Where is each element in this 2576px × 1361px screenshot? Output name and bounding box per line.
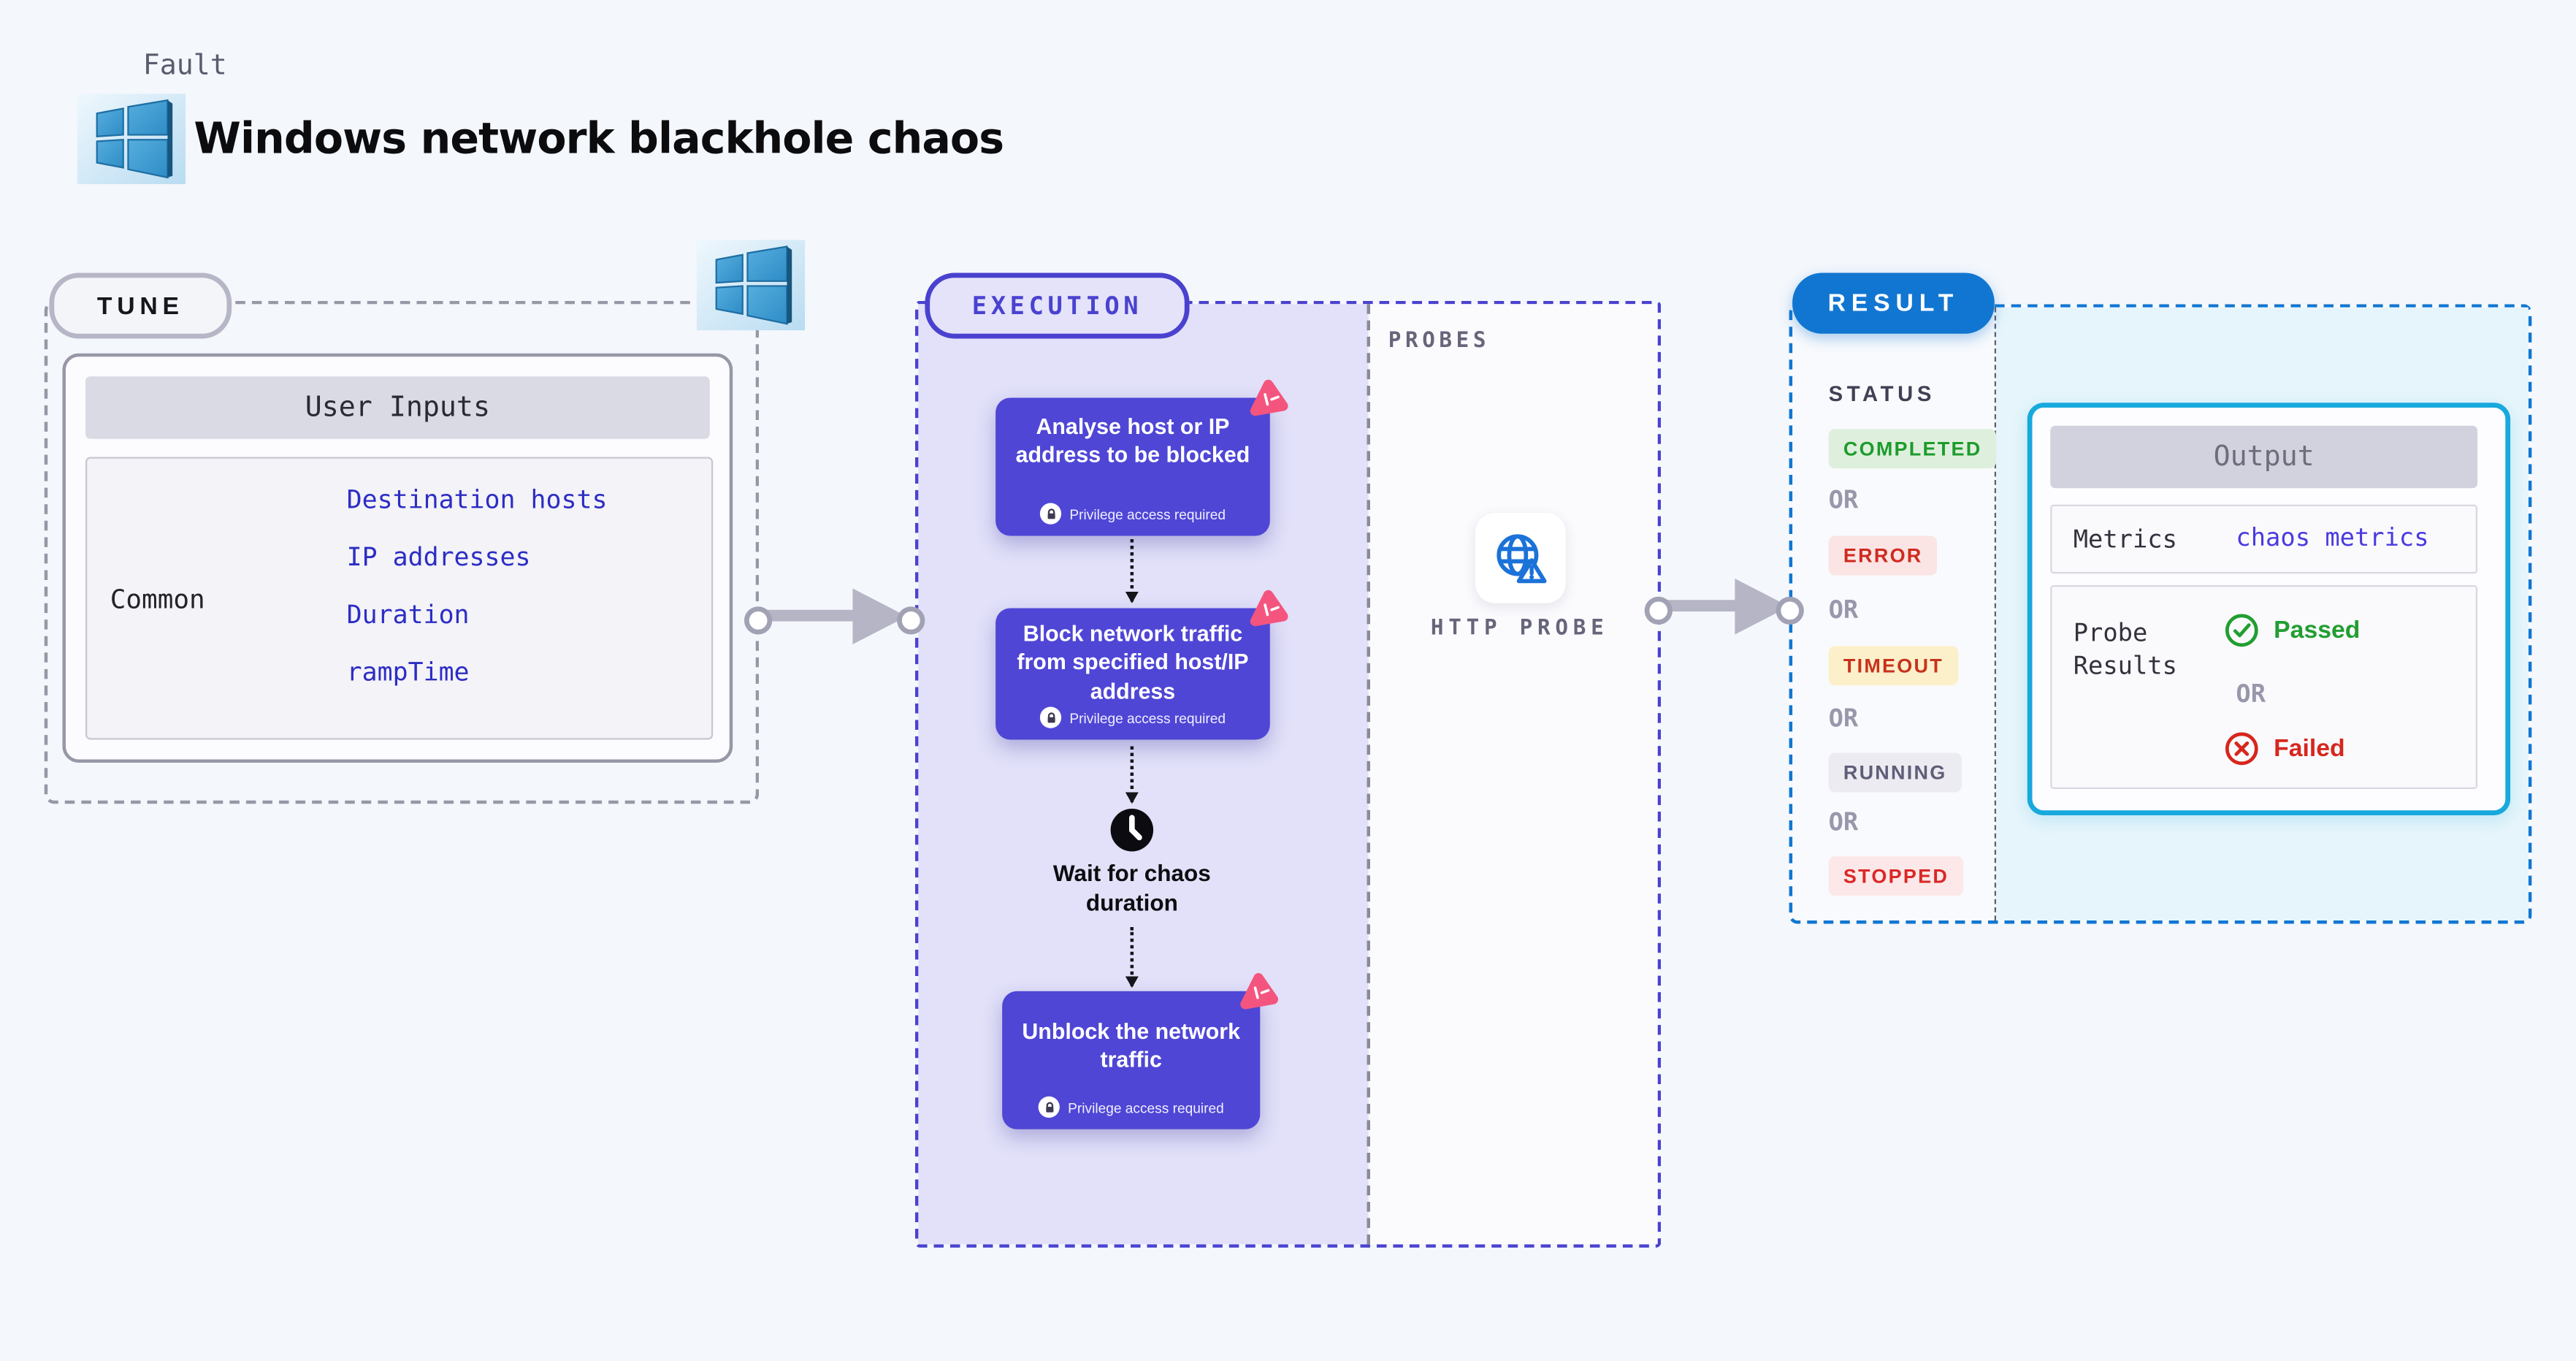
privilege-note-text: Privilege access required	[1068, 1099, 1224, 1116]
probes-area	[1368, 304, 1658, 1245]
user-inputs-body: Common Destination hosts IP addresses Du…	[85, 457, 714, 740]
or-label: OR	[1828, 704, 1859, 733]
probes-divider	[1367, 304, 1370, 1245]
step-title: Unblock the network traffic	[1022, 1019, 1241, 1072]
lock-icon	[1039, 706, 1062, 728]
link-duration[interactable]: Duration	[346, 600, 470, 630]
link-ramptime[interactable]: rampTime	[346, 657, 470, 687]
status-badge-timeout: TIMEOUT	[1828, 646, 1959, 686]
connector-line	[760, 609, 855, 622]
passed-label: Passed	[2274, 616, 2361, 644]
http-probe-card	[1475, 513, 1566, 603]
privilege-note: Privilege access required	[1002, 1096, 1260, 1118]
status-badge-stopped: STOPPED	[1828, 856, 1964, 896]
step-unblock-traffic: Unblock the network traffic Privilege ac…	[1002, 973, 1279, 1129]
status-heading: STATUS	[1828, 381, 1935, 406]
status-badge-error: ERROR	[1828, 535, 1938, 576]
or-label: OR	[1828, 807, 1859, 837]
privilege-note-text: Privilege access required	[1069, 505, 1226, 522]
status-badge-running: RUNNING	[1828, 752, 1962, 793]
wait-step-title: Wait for chaos duration	[1052, 859, 1211, 916]
lock-icon	[1038, 1096, 1060, 1118]
chaos-metrics-link[interactable]: chaos metrics	[2236, 522, 2429, 553]
x-circle-icon	[2225, 732, 2258, 766]
or-label: OR	[2236, 679, 2266, 709]
lock-icon	[1039, 503, 1062, 525]
connector-dot	[1776, 596, 1804, 625]
output-header: Output	[2050, 425, 2478, 489]
status-badge-completed: COMPLETED	[1828, 429, 1997, 469]
tune-links-list: Destination hosts IP addresses Duration …	[347, 481, 608, 690]
link-ip-addresses[interactable]: IP addresses	[346, 542, 531, 573]
metrics-label: Metrics	[2073, 524, 2177, 554]
tune-section	[44, 300, 760, 804]
connector-dot	[897, 606, 925, 635]
flow-arrow-down	[1125, 927, 1139, 988]
step-block-traffic: Block network traffic from specified hos…	[995, 590, 1288, 740]
windows-logo-icon	[696, 240, 806, 339]
probe-results-label: Probe Results	[2073, 618, 2177, 682]
flow-arrow-down	[1125, 746, 1139, 804]
fault-kicker: Fault	[142, 49, 227, 83]
probe-results-row: Probe Results Passed OR Failed	[2050, 585, 2478, 789]
connector-dot	[1644, 596, 1673, 625]
privilege-note: Privilege access required	[995, 706, 1270, 728]
execution-pill: EXECUTION	[925, 272, 1190, 339]
link-destination-hosts[interactable]: Destination hosts	[346, 484, 608, 515]
or-label: OR	[1828, 595, 1859, 625]
user-inputs-card: User Inputs Common Destination hosts IP …	[62, 353, 733, 763]
common-row-label: Common	[110, 582, 205, 614]
chaos-logo-icon	[1240, 973, 1279, 1010]
privilege-note-text: Privilege access required	[1069, 709, 1226, 726]
failed-label: Failed	[2274, 734, 2345, 763]
http-probe-label: HTTP PROBE	[1430, 616, 1609, 641]
connector-dot	[744, 606, 773, 635]
page-title: Windows network blackhole chaos	[194, 115, 1004, 165]
output-card: Output Metrics chaos metrics Probe Resul…	[2027, 403, 2511, 815]
user-inputs-header: User Inputs	[85, 376, 710, 439]
privilege-note: Privilege access required	[995, 503, 1270, 525]
step-title: Block network traffic from specified hos…	[1017, 621, 1249, 703]
probes-heading: PROBES	[1388, 329, 1491, 354]
connector-line	[1662, 600, 1738, 611]
tune-pill: TUNE	[49, 272, 232, 339]
check-circle-icon	[2225, 614, 2258, 647]
metrics-row: Metrics chaos metrics	[2050, 504, 2478, 574]
chaos-logo-icon	[1250, 379, 1288, 416]
globe-alert-icon	[1496, 533, 1546, 583]
passed-verdict: Passed	[2225, 613, 2361, 647]
step-analyse-host: Analyse host or IP address to be blocked…	[995, 379, 1288, 536]
failed-verdict: Failed	[2225, 731, 2345, 766]
step-title: Analyse host or IP address to be blocked	[1015, 414, 1250, 468]
windows-logo-icon	[77, 94, 186, 184]
result-section: STATUS COMPLETED OR ERROR OR TIMEOUT OR …	[1789, 304, 2532, 924]
execution-section: PROBES Analyse host or IP address to be …	[914, 300, 1662, 1248]
clock-icon	[1109, 807, 1155, 861]
flow-arrow-down	[1125, 539, 1139, 603]
result-divider	[1994, 307, 1997, 920]
result-pill: RESULT	[1792, 272, 1995, 334]
chaos-logo-icon	[1250, 590, 1288, 627]
or-label: OR	[1828, 484, 1859, 515]
